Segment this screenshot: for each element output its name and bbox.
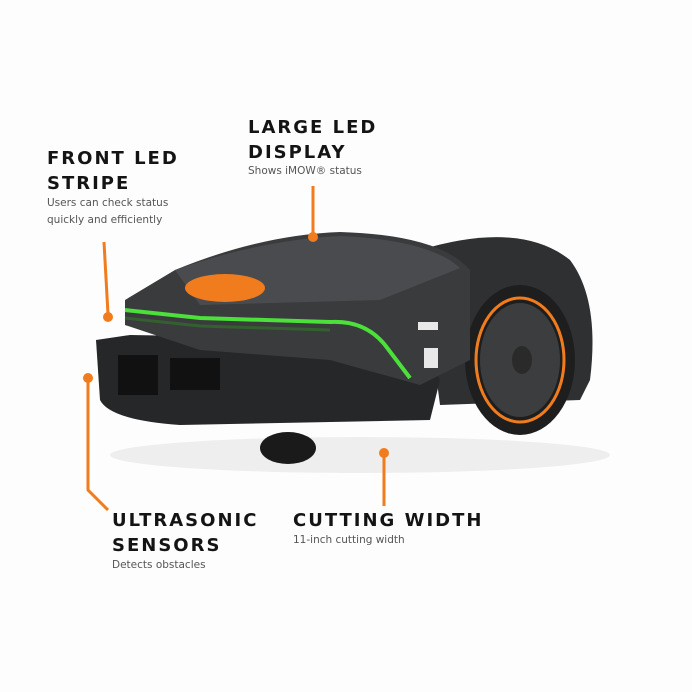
callout-dots [83, 232, 389, 458]
front-led-desc: Users can check status quickly and effic… [47, 197, 169, 226]
rear-wheel [465, 285, 575, 435]
ultrasonic-sensor-right [170, 358, 220, 390]
brand-logo [185, 274, 265, 302]
display-desc: Shows iMOW® status [248, 165, 362, 177]
warning-label [418, 322, 438, 330]
display-title: LARGE LED DISPLAY [248, 117, 378, 163]
warning-sticker [424, 348, 438, 368]
callout-lines [86, 186, 386, 512]
front-led-stripe [124, 308, 412, 380]
shadow [110, 437, 610, 473]
ultrasonic-title: ULTRASONIC SENSORS [112, 510, 259, 556]
ultrasonic-sensor-left [118, 355, 158, 395]
ultrasonic-desc: Detects obstacles [112, 559, 206, 571]
front-wheel [260, 432, 316, 464]
front-led-title: FRONT LED STRIPE [47, 148, 179, 194]
cutting-width-desc: 11-inch cutting width [293, 534, 405, 546]
cutting-width-title: CUTTING WIDTH [293, 510, 484, 531]
